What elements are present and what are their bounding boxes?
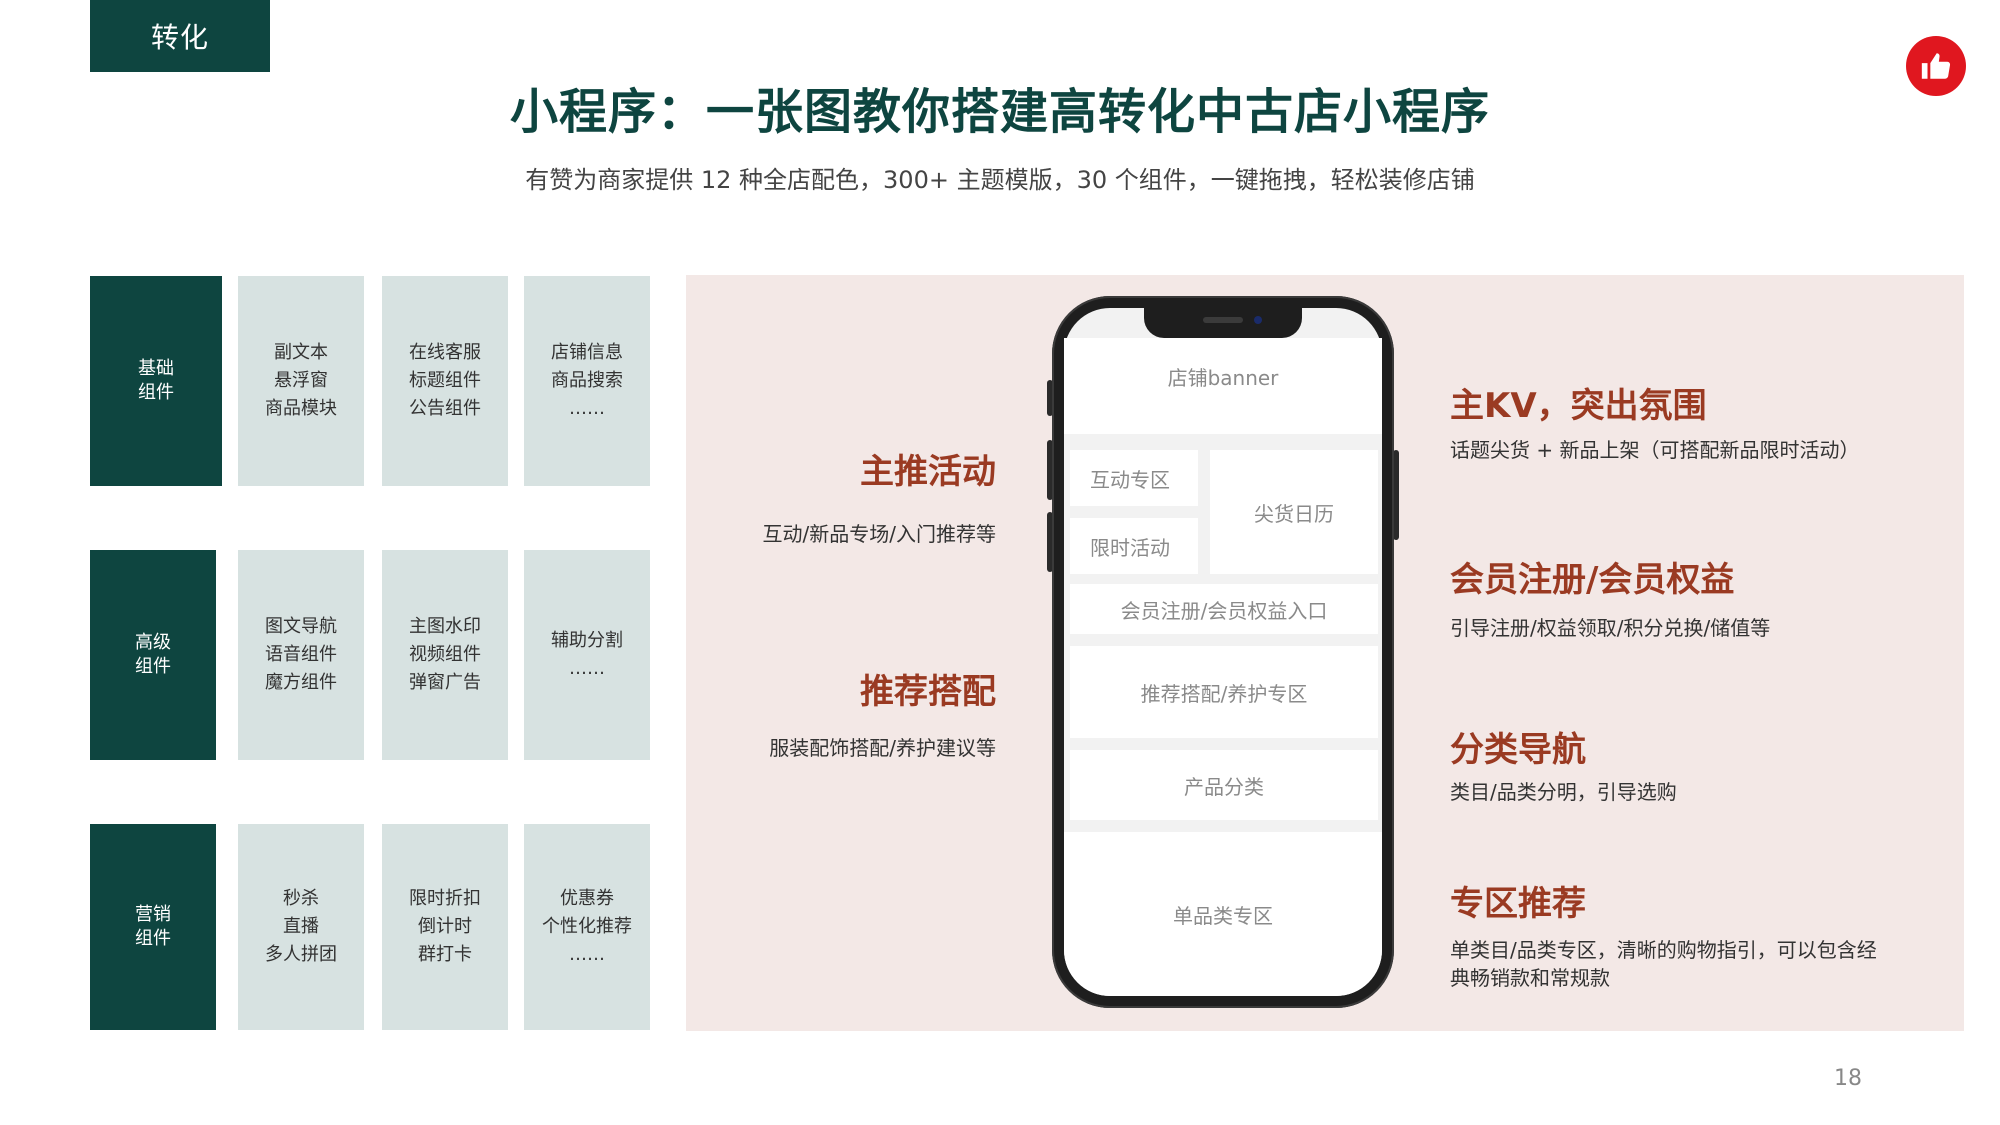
screen-category-block: 产品分类 bbox=[1070, 750, 1378, 820]
screen-limited-block: 限时活动 bbox=[1070, 518, 1198, 574]
callout-desc: 类目/品类分明，引导选购 bbox=[1450, 780, 1677, 804]
component-cell: 店铺信息 商品搜索 …… bbox=[524, 276, 650, 486]
category-marketing: 营销 组件 bbox=[90, 824, 216, 1030]
callout-desc: 单类目/品类专区，清晰的购物指引，可以包含经典畅销款和常规款 bbox=[1450, 938, 1877, 990]
screen-member-block: 会员注册/会员权益入口 bbox=[1070, 584, 1378, 634]
screen-calendar-block: 尖货日历 bbox=[1210, 450, 1378, 574]
category-basic: 基础 组件 bbox=[90, 276, 222, 486]
screen-single-block: 单品类专区 bbox=[1064, 832, 1382, 996]
screen-banner-label: 店铺banner bbox=[1167, 366, 1279, 390]
phone-mute-switch bbox=[1047, 380, 1053, 416]
screen-banner-block: 店铺banner bbox=[1064, 338, 1382, 434]
component-cell: 图文导航 语音组件 魔方组件 bbox=[238, 550, 364, 760]
thumbs-up-icon bbox=[1906, 36, 1966, 96]
component-cell: 副文本 悬浮窗 商品模块 bbox=[238, 276, 364, 486]
page-subtitle: 有赞为商家提供 12 种全店配色，300+ 主题模版，30 个组件，一键拖拽，轻… bbox=[525, 166, 1475, 194]
callout-heading: 主推活动 bbox=[860, 452, 996, 492]
screen-recommend-block: 推荐搭配/养护专区 bbox=[1070, 646, 1378, 738]
callout-heading: 分类导航 bbox=[1450, 730, 1586, 770]
callout-desc: 话题尖货 + 新品上架（可搭配新品限时活动） bbox=[1450, 438, 1860, 462]
phone-volume-down bbox=[1047, 512, 1053, 572]
component-cell: 秒杀 直播 多人拼团 bbox=[238, 824, 364, 1030]
component-cell: 主图水印 视频组件 弹窗广告 bbox=[382, 550, 508, 760]
callout-heading: 主KV，突出氛围 bbox=[1450, 386, 1707, 426]
callout-desc: 服装配饰搭配/养护建议等 bbox=[769, 736, 996, 760]
callout-desc: 引导注册/权益领取/积分兑换/储值等 bbox=[1450, 616, 1771, 640]
callout-heading: 会员注册/会员权益 bbox=[1450, 560, 1735, 600]
phone-speaker bbox=[1203, 317, 1243, 323]
phone-power-button bbox=[1393, 450, 1399, 540]
category-advanced: 高级 组件 bbox=[90, 550, 216, 760]
callout-heading: 推荐搭配 bbox=[860, 672, 996, 712]
phone-volume-up bbox=[1047, 440, 1053, 500]
section-tag: 转化 bbox=[90, 0, 270, 72]
thumbs-up-glyph bbox=[1921, 53, 1951, 79]
phone-notch bbox=[1144, 308, 1302, 338]
component-cell: 限时折扣 倒计时 群打卡 bbox=[382, 824, 508, 1030]
screen-interactive-block: 互动专区 bbox=[1070, 450, 1198, 506]
page-title: 小程序：一张图教你搭建高转化中古店小程序 bbox=[509, 84, 1490, 140]
component-cell: 优惠券 个性化推荐 …… bbox=[524, 824, 650, 1030]
camera-icon bbox=[1254, 316, 1262, 324]
callout-desc: 互动/新品专场/入门推荐等 bbox=[762, 522, 996, 546]
page-number: 18 bbox=[1834, 1066, 1862, 1091]
component-cell: 辅助分割 …… bbox=[524, 550, 650, 760]
component-cell: 在线客服 标题组件 公告组件 bbox=[382, 276, 508, 486]
callout-heading: 专区推荐 bbox=[1450, 884, 1586, 924]
